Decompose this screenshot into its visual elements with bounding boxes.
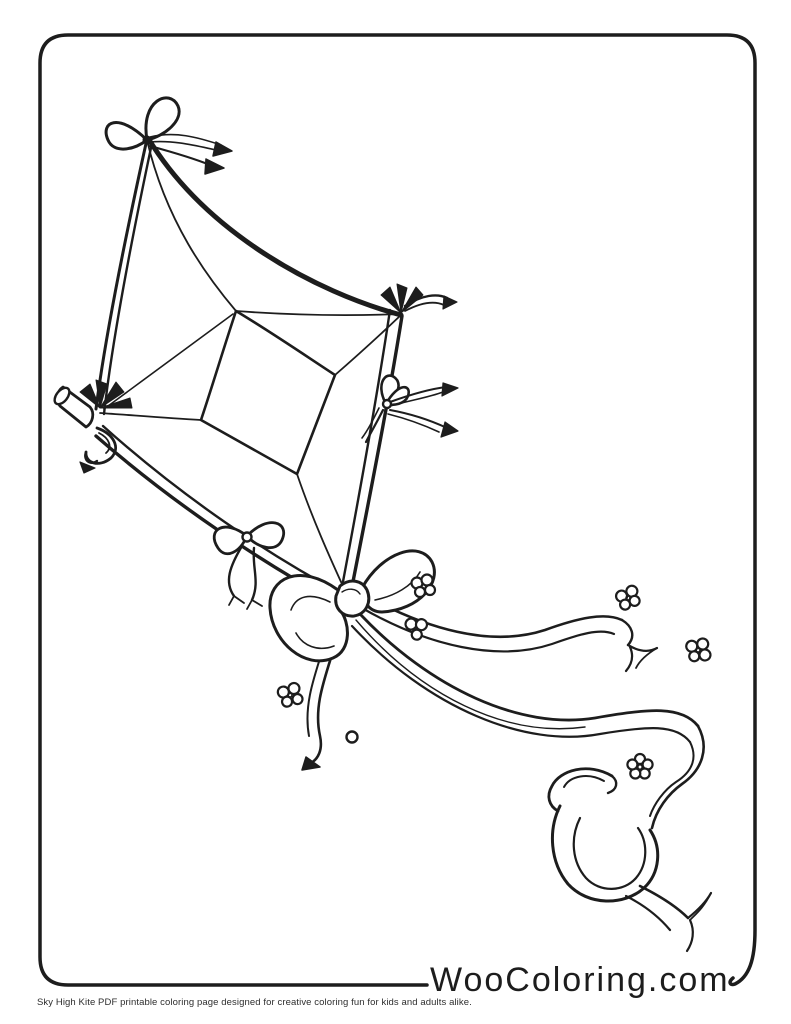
small-dot: [345, 730, 359, 744]
page-border: [38, 33, 757, 987]
kite-frame: [94, 135, 404, 607]
flower: [626, 752, 654, 780]
top-bow: [104, 96, 233, 175]
ribbon-curl-loop: [547, 767, 713, 953]
mid-edge-bow: [212, 521, 285, 610]
ribbon-tails: [301, 594, 713, 953]
left-bow: [53, 379, 133, 474]
right-corner-bow: [380, 283, 458, 314]
flower: [404, 617, 429, 641]
flower: [685, 637, 712, 663]
ribbon-sweep: [350, 612, 705, 830]
right-edge-bow: [361, 374, 459, 444]
flower: [276, 681, 304, 708]
flowers: [276, 573, 712, 780]
kite-inner-panel: [199, 309, 337, 476]
footer-caption: Sky High Kite PDF printable coloring pag…: [37, 997, 472, 1008]
flower: [614, 584, 641, 611]
brand-logo: WooColoring.com: [430, 961, 730, 999]
flower: [410, 573, 437, 599]
